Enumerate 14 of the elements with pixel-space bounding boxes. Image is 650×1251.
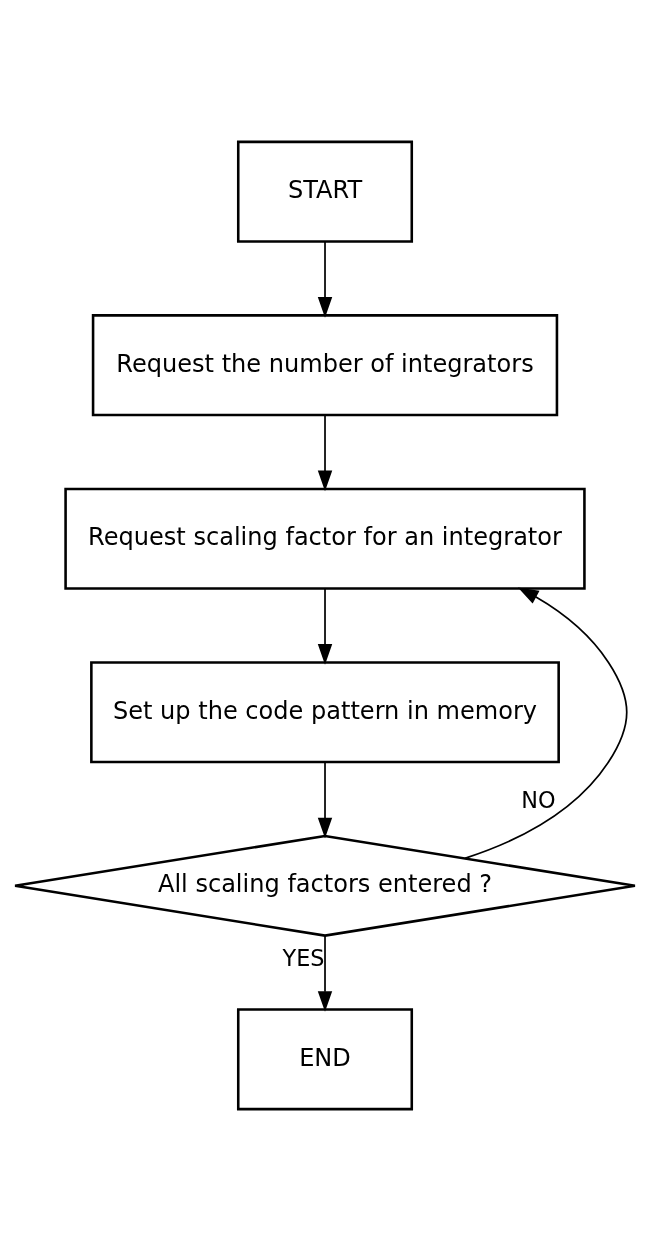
edge-label: YES	[282, 945, 325, 972]
node-box: Request the number of integrators	[91, 314, 559, 417]
arrow	[317, 761, 333, 839]
arrow	[317, 587, 333, 665]
node-box: Set up the code pattern in memory	[90, 661, 560, 764]
node-diamond: All scaling factors entered ?	[13, 834, 637, 937]
node-box: Request scaling factor for an integrator	[64, 487, 586, 590]
node-box: START	[236, 140, 414, 243]
arrow	[317, 414, 333, 492]
arrow	[463, 587, 628, 860]
arrow	[317, 240, 333, 318]
edge-label: NO	[521, 787, 556, 814]
node-box: END	[236, 1008, 414, 1111]
arrow	[317, 934, 333, 1012]
